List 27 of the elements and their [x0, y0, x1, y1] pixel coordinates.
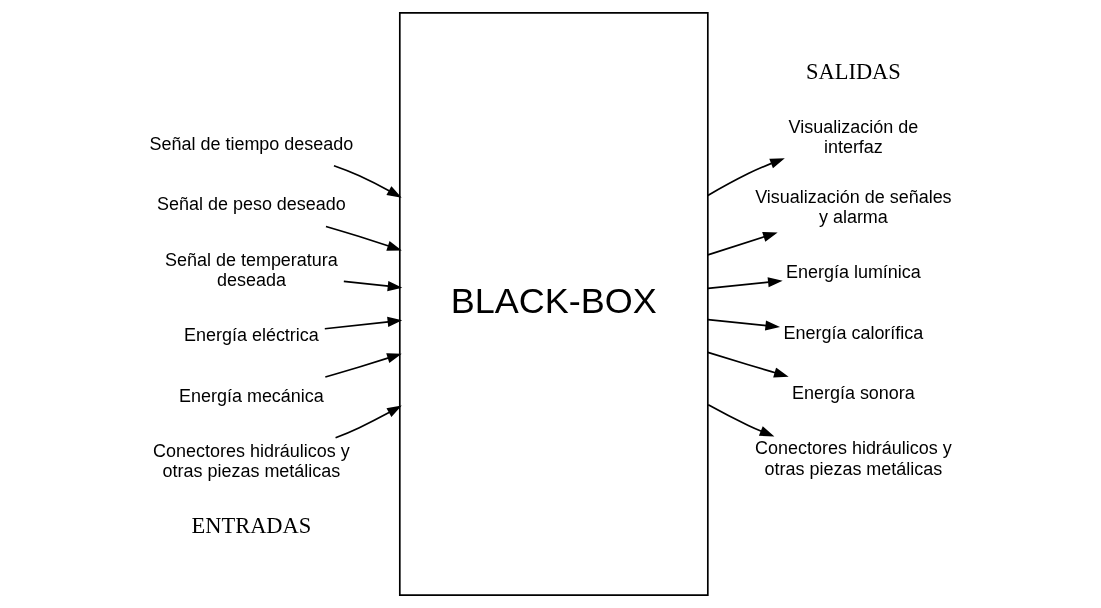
node-text: Energía sonora	[791, 383, 915, 404]
label: SALIDAS	[805, 59, 901, 85]
node-text: Conectores hidráulicos y otras piezas metálicas	[152, 440, 350, 481]
node-text: Energía lumínica	[785, 261, 921, 282]
node-text: Señal de peso deseado	[156, 194, 346, 215]
node-text: Conectores hidráulicos y otras piezas metálicas	[754, 438, 952, 479]
arrow	[324, 225, 402, 251]
arrow	[706, 318, 780, 331]
node-text: Energía calorífica	[782, 322, 923, 343]
arrow	[706, 351, 789, 378]
label: ENTRADAS	[190, 513, 311, 539]
arrow	[706, 403, 774, 437]
node-text: Visualización de interfaz	[788, 116, 918, 158]
node-text: Señal de tiempo deseado	[149, 133, 353, 154]
node-text: Visualización de señales y alarma	[754, 186, 952, 227]
arrow	[706, 277, 783, 290]
arrow	[342, 280, 402, 292]
node-text: Energía mecánica	[178, 385, 324, 406]
arrow	[323, 353, 402, 378]
arrow	[334, 405, 402, 439]
node-text: Energía eléctrica	[183, 324, 319, 345]
node-text: Señal de temperatura deseada	[164, 249, 338, 290]
node-box: BLACK-BOX	[398, 12, 709, 596]
arrow	[706, 232, 778, 256]
arrow	[323, 316, 402, 330]
arrow	[332, 164, 402, 198]
arrow	[706, 158, 785, 197]
